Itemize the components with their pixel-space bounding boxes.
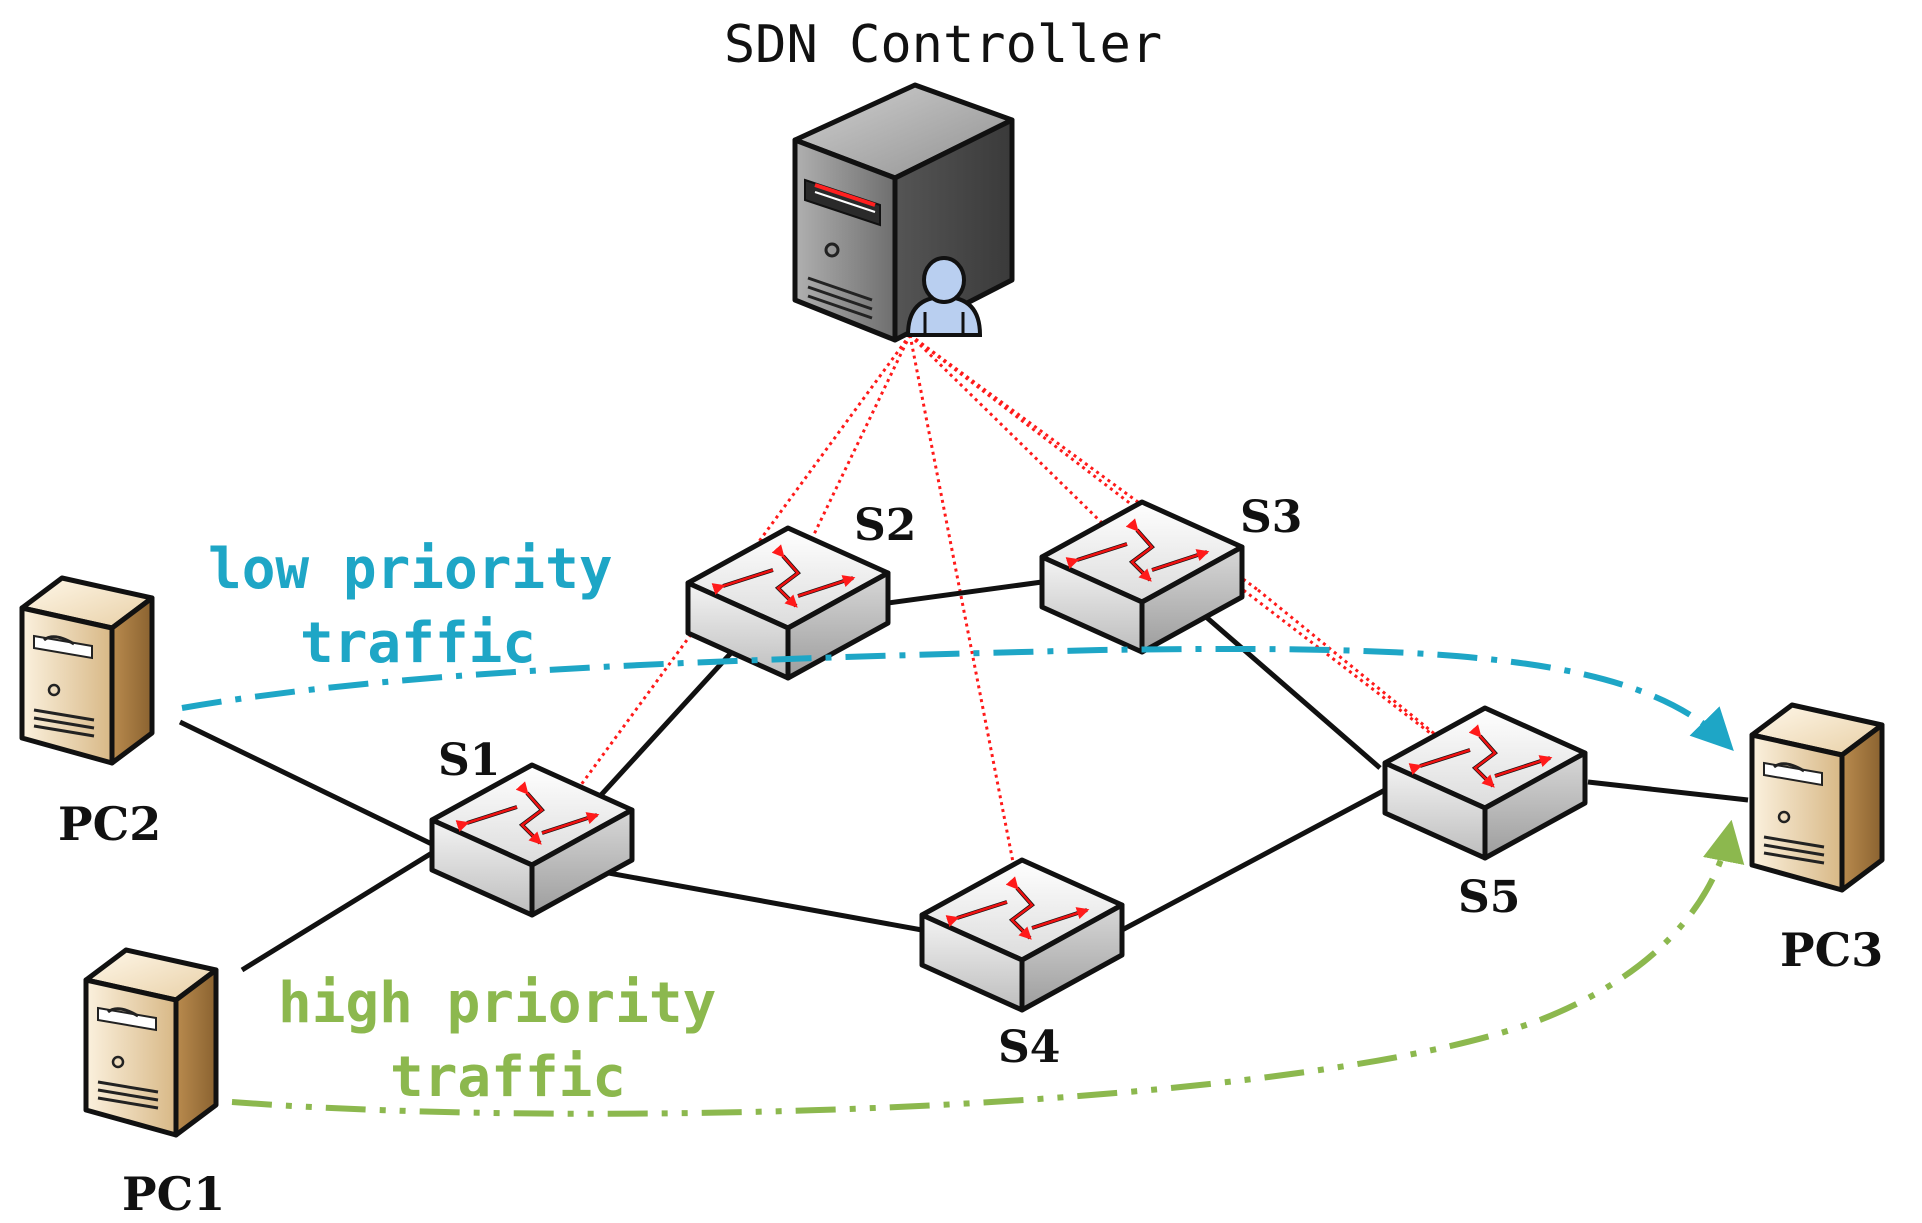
link-s2-s3 <box>887 579 1043 606</box>
user-icon <box>905 256 983 337</box>
low-priority-label-line1: low priority <box>208 537 613 602</box>
switch-s4-icon <box>922 860 1122 1010</box>
link-pc2-s1 <box>178 719 442 851</box>
control-link-s5-a <box>909 333 1486 777</box>
host-pc3-label: PC3 <box>1780 923 1883 977</box>
pc2-icon <box>22 578 152 763</box>
controller-title: SDN Controller <box>724 15 1162 75</box>
link-s1-s4 <box>591 867 923 933</box>
low-priority-label-line2: traffic <box>300 611 536 676</box>
high-priority-label-line2: traffic <box>390 1045 626 1110</box>
switch-s5-icon <box>1385 708 1585 858</box>
switch-s3-icon <box>1042 502 1242 652</box>
switch-s4-label: S4 <box>998 1022 1060 1073</box>
link-s3-s5 <box>1188 601 1382 770</box>
link-s5-pc3 <box>1587 779 1749 803</box>
pc3-icon <box>1752 705 1882 890</box>
high-priority-label-line1: high priority <box>278 971 716 1036</box>
high-priority-flow-arrow <box>231 819 1745 1117</box>
control-link-s2 <box>778 334 912 606</box>
control-link-s1 <box>546 334 912 831</box>
switch-s1-label: S1 <box>438 735 500 786</box>
host-pc1-label: PC1 <box>122 1167 225 1221</box>
switch-s3-label: S3 <box>1240 492 1302 543</box>
sdn-controller-server-icon <box>792 82 1015 343</box>
host-pc2-label: PC2 <box>58 797 161 851</box>
link-s4-s5 <box>1120 787 1387 933</box>
control-link-s4 <box>908 334 1022 899</box>
switch-s2-label: S2 <box>854 500 916 551</box>
link-s1-s2 <box>578 628 754 820</box>
link-pc1-s1 <box>240 845 442 973</box>
pc1-icon <box>86 950 216 1135</box>
switch-s1-icon <box>432 765 632 915</box>
switch-s5-label: S5 <box>1458 872 1520 923</box>
low-priority-flow-arrow <box>181 645 1734 752</box>
